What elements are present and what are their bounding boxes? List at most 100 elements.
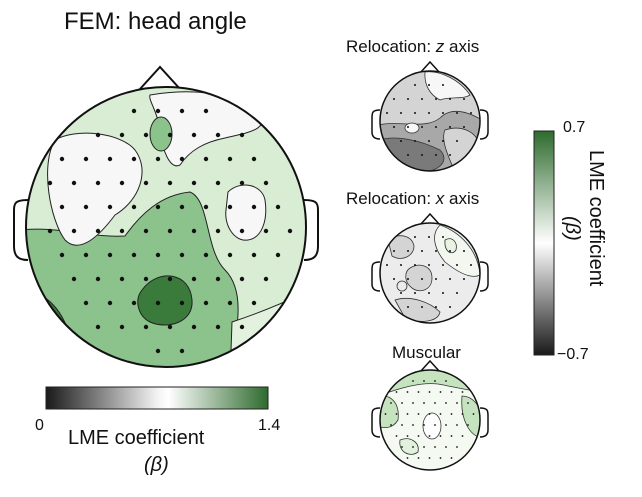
electrode-40 bbox=[47, 228, 53, 234]
electrode-68 bbox=[239, 276, 245, 282]
electrode-74 bbox=[179, 300, 185, 306]
electrode-34 bbox=[155, 204, 161, 210]
electrode-64 bbox=[143, 276, 149, 282]
electrode-10 bbox=[239, 132, 245, 138]
electrode-s2-3 bbox=[393, 250, 395, 252]
electrode-4 bbox=[95, 132, 101, 138]
electrode-s1-0 bbox=[414, 84, 416, 86]
electrode-s3-42 bbox=[461, 435, 464, 437]
side-map-title-1-axis: z bbox=[435, 37, 445, 56]
electrode-46 bbox=[191, 228, 197, 234]
electrode-30 bbox=[59, 204, 65, 210]
electrode-s2-30 bbox=[449, 306, 451, 308]
electrode-s3-15 bbox=[434, 402, 436, 404]
electrode-29 bbox=[263, 180, 269, 186]
electrode-s2-12 bbox=[428, 264, 430, 266]
electrode-s3-51 bbox=[428, 457, 431, 459]
electrode-s3-20 bbox=[395, 413, 398, 415]
electrode-49 bbox=[263, 228, 269, 234]
electrode-s3-29 bbox=[401, 424, 403, 426]
electrode-83 bbox=[215, 324, 221, 330]
electrode-s1-21 bbox=[463, 126, 465, 128]
electrode-0 bbox=[131, 108, 137, 114]
electrode-s1-29 bbox=[435, 154, 437, 156]
electrode-s3-24 bbox=[439, 413, 442, 415]
electrode-26 bbox=[191, 180, 197, 186]
electrode-s2-15 bbox=[470, 264, 472, 266]
main-head-nose bbox=[137, 65, 183, 90]
electrode-31 bbox=[83, 204, 89, 210]
electrode-84 bbox=[239, 324, 245, 330]
electrode-s2-25 bbox=[442, 292, 444, 294]
electrode-s2-9 bbox=[386, 264, 388, 266]
electrode-s2-5 bbox=[421, 250, 423, 252]
electrode-73 bbox=[155, 300, 161, 306]
electrode-s3-28 bbox=[390, 424, 392, 426]
electrode-59 bbox=[251, 252, 257, 258]
electrode-8 bbox=[191, 132, 197, 138]
electrode-s1-8 bbox=[463, 98, 465, 100]
electrode-s1-5 bbox=[421, 98, 423, 100]
electrode-s3-43 bbox=[401, 446, 403, 448]
electrode-80 bbox=[143, 324, 149, 330]
electrode-s1-7 bbox=[449, 98, 451, 100]
electrode-s3-22 bbox=[417, 413, 420, 415]
electrode-s1-3 bbox=[393, 98, 395, 100]
electrode-78 bbox=[95, 324, 101, 330]
electrode-s3-25 bbox=[450, 413, 453, 415]
electrode-s2-26 bbox=[456, 292, 458, 294]
electrode-61 bbox=[71, 276, 77, 282]
electrode-81 bbox=[167, 324, 173, 330]
electrode-44 bbox=[143, 228, 149, 234]
electrode-s1-14 bbox=[456, 112, 458, 114]
side-head-z-axis bbox=[371, 60, 489, 172]
electrode-s2-23 bbox=[414, 292, 416, 294]
electrode-s1-17 bbox=[407, 126, 409, 128]
electrode-s1-10 bbox=[400, 112, 402, 114]
electrode-s1-25 bbox=[442, 140, 444, 142]
electrode-45 bbox=[167, 228, 173, 234]
electrode-s1-4 bbox=[407, 98, 409, 100]
main-head-right-ear bbox=[303, 199, 319, 261]
electrode-21 bbox=[71, 180, 77, 186]
side-map-title-3-prefix: Muscular bbox=[392, 343, 461, 362]
main-colorbar-label: LME coefficient bbox=[68, 427, 205, 449]
electrode-s1-11 bbox=[414, 112, 416, 114]
electrode-60 bbox=[275, 252, 281, 258]
electrode-s1-28 bbox=[421, 154, 423, 156]
electrode-s1-12 bbox=[428, 112, 430, 114]
electrode-s3-33 bbox=[445, 424, 447, 426]
electrode-s2-11 bbox=[414, 264, 416, 266]
electrode-s2-28 bbox=[421, 306, 423, 308]
electrode-25 bbox=[167, 180, 173, 186]
electrode-s2-6 bbox=[435, 250, 437, 252]
electrode-s2-18 bbox=[421, 278, 423, 280]
electrode-s1-19 bbox=[435, 126, 437, 128]
electrode-19 bbox=[251, 156, 257, 162]
electrode-s3-32 bbox=[434, 424, 436, 426]
electrode-s1-1 bbox=[428, 84, 430, 86]
electrode-s1-23 bbox=[414, 140, 416, 142]
electrode-s3-37 bbox=[406, 435, 409, 437]
electrode-s2-7 bbox=[449, 250, 451, 252]
electrode-s3-11 bbox=[390, 402, 392, 404]
electrode-79 bbox=[119, 324, 125, 330]
electrode-63 bbox=[119, 276, 125, 282]
electrode-s1-13 bbox=[442, 112, 444, 114]
electrode-s3-9 bbox=[450, 391, 453, 393]
electrode-s3-50 bbox=[417, 457, 420, 459]
main-colorbar bbox=[45, 386, 269, 410]
electrode-86 bbox=[179, 348, 185, 354]
electrode-s2-1 bbox=[428, 236, 430, 238]
electrode-18 bbox=[227, 156, 233, 162]
electrode-s1-26 bbox=[456, 140, 458, 142]
electrode-42 bbox=[95, 228, 101, 234]
electrode-72 bbox=[131, 300, 137, 306]
side-head-muscular bbox=[371, 359, 489, 471]
electrode-s2-29 bbox=[435, 306, 437, 308]
electrode-s3-21 bbox=[406, 413, 409, 415]
side-map-title-2-prefix: Relocation: bbox=[346, 189, 436, 208]
electrode-s3-2 bbox=[434, 380, 436, 382]
electrode-39 bbox=[275, 204, 281, 210]
electrode-57 bbox=[203, 252, 209, 258]
